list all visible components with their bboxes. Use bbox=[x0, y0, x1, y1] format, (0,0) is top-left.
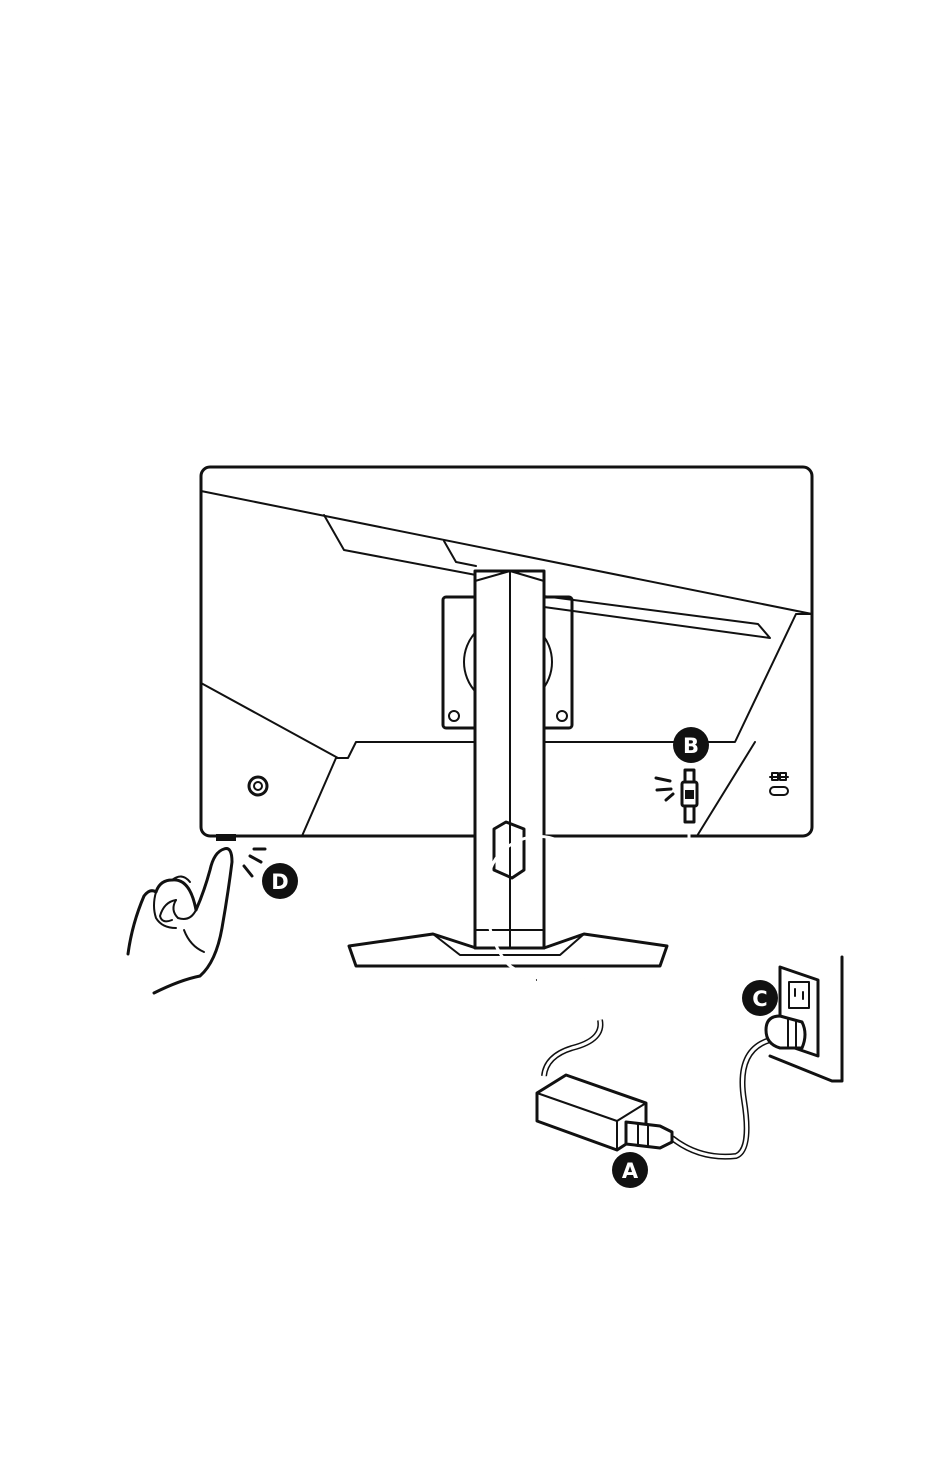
power-adapter bbox=[537, 1075, 672, 1150]
callout-b: B bbox=[673, 727, 709, 763]
pointing-hand bbox=[128, 834, 265, 993]
callout-a-label: A bbox=[622, 1159, 639, 1183]
callout-c: C bbox=[742, 980, 778, 1016]
callout-a: A bbox=[612, 1152, 648, 1188]
callout-c-label: C bbox=[752, 987, 767, 1011]
callout-b-label: B bbox=[683, 734, 699, 758]
callout-d: D bbox=[262, 863, 298, 899]
callout-d-label: D bbox=[271, 870, 288, 894]
wall-outlet bbox=[766, 957, 842, 1081]
